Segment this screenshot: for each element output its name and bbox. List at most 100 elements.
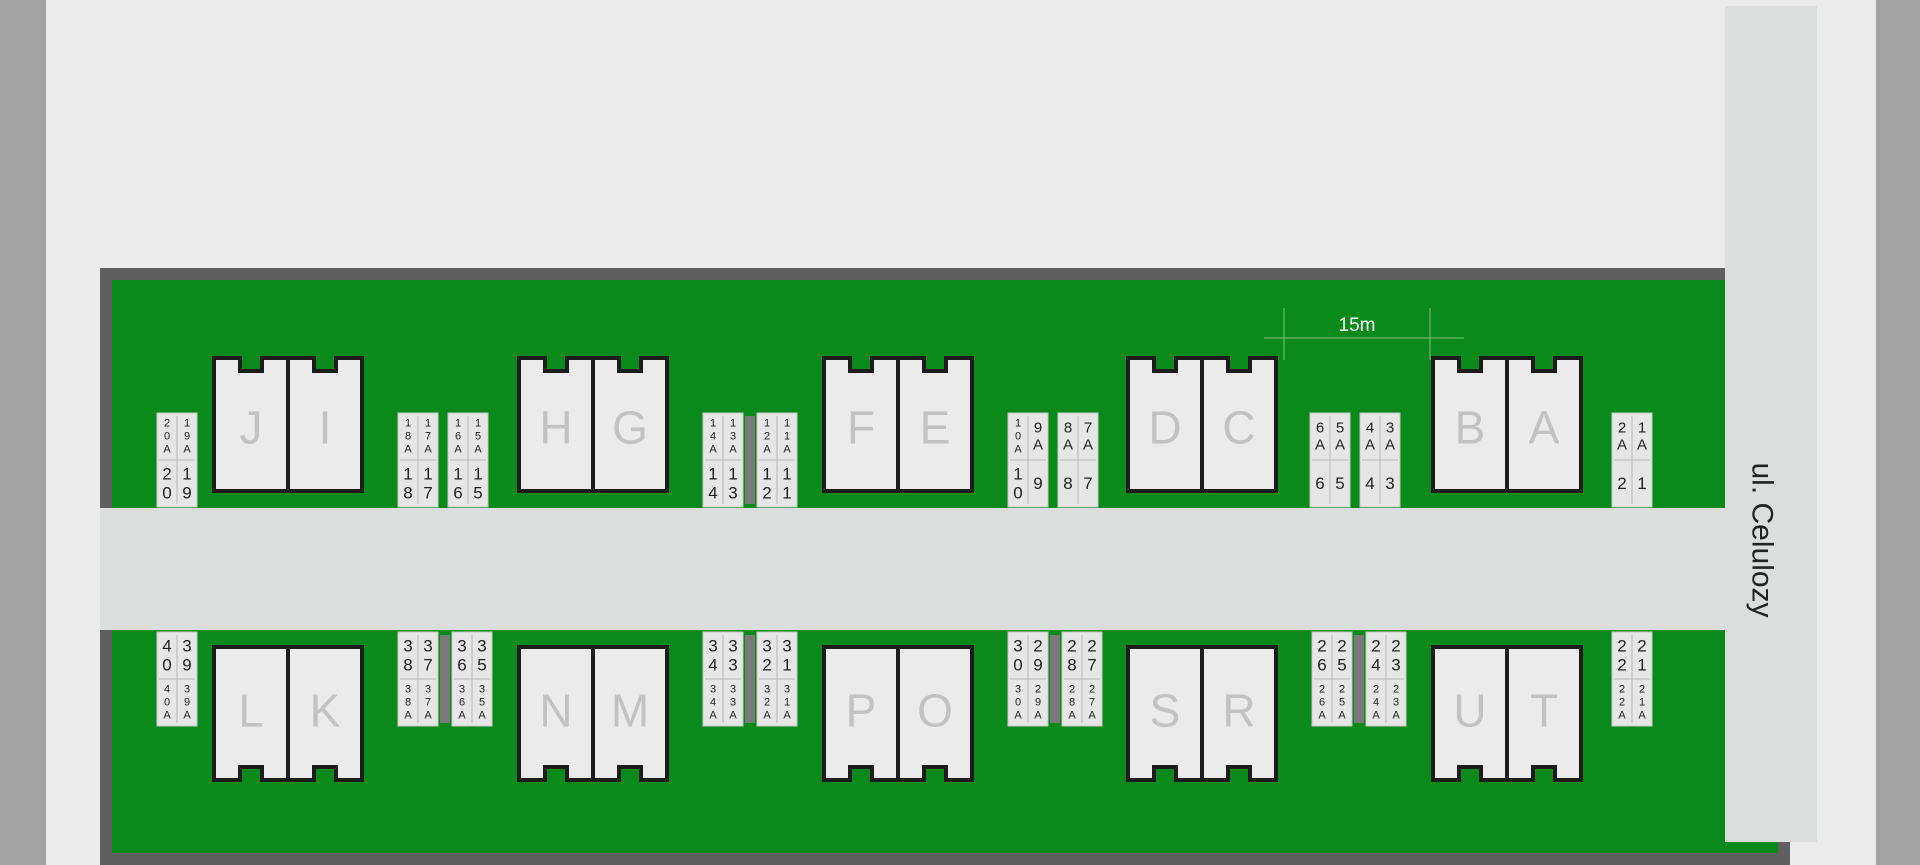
dimension-indicator: 15m — [1264, 308, 1464, 360]
building-i — [286, 356, 364, 493]
plot-label-40-char: 4 — [162, 637, 171, 656]
plot-label-19a-char: 1 — [184, 418, 190, 430]
building-j — [212, 356, 290, 493]
plot-label-27a-char: A — [1088, 710, 1096, 722]
plot-label-2a-char: 2 — [1618, 420, 1626, 437]
plot-label-3a-char: 3 — [1386, 420, 1394, 437]
building-letter-a: A — [1529, 402, 1560, 454]
plot-label-11-char: 1 — [782, 484, 791, 503]
plot-label-26-char: 6 — [1317, 656, 1326, 675]
building-t — [1505, 645, 1583, 782]
plot-label-24a-char: A — [1372, 710, 1380, 722]
plot-label-23a-char: A — [1392, 710, 1400, 722]
plot-label-31-char: 3 — [782, 637, 791, 656]
plot-label-24-char: 4 — [1371, 656, 1380, 675]
plot-label-26a-char: A — [1318, 710, 1326, 722]
plot-label-36a-char: A — [458, 710, 466, 722]
plot-label-36-char: 6 — [457, 656, 466, 675]
plot-label-21a-char: 2 — [1639, 684, 1645, 696]
building-letter-t: T — [1530, 685, 1558, 737]
plot-label-12-char: 2 — [762, 484, 771, 503]
plot-label-19a-char: 9 — [184, 431, 190, 443]
building-letter-d: D — [1148, 402, 1181, 454]
plot-label-38a-char: 3 — [405, 684, 411, 696]
plot-label-40-char: 0 — [162, 656, 171, 675]
plot-label-10-char: 0 — [1013, 484, 1022, 503]
plot-label-33a-char: 3 — [730, 684, 736, 696]
plot-label-28-char: 8 — [1067, 656, 1076, 675]
plot-label-16a-char: 1 — [455, 418, 461, 430]
plot-label-16a-char: 6 — [455, 431, 461, 443]
plot-label-10-char: 1 — [1013, 465, 1022, 484]
plot-label-18-char: 1 — [403, 465, 412, 484]
plot-label-5a-char: 5 — [1336, 420, 1344, 437]
plot-label-22a-char: A — [1618, 710, 1626, 722]
building-letter-h: H — [539, 402, 572, 454]
plot-label-33-char: 3 — [728, 656, 737, 675]
building-k — [286, 645, 364, 782]
plot-label-31a-char: 1 — [784, 697, 790, 709]
building-b — [1431, 356, 1509, 493]
building-h — [517, 356, 595, 493]
plot-label-25-char: 5 — [1337, 656, 1346, 675]
plot-label-29-char: 9 — [1033, 656, 1042, 675]
plot-label-7a-char: A — [1083, 437, 1093, 454]
plot-label-12-char: 1 — [762, 465, 771, 484]
plot-label-34a-char: 3 — [710, 684, 716, 696]
plot-label-34a-char: A — [709, 710, 717, 722]
plot-label-26a-char: 2 — [1319, 684, 1325, 696]
plot-label-2-char: 2 — [1617, 474, 1626, 493]
plot-label-1a-char: A — [1637, 437, 1647, 454]
plot-label-4-char: 4 — [1365, 474, 1374, 493]
building-letter-o: O — [917, 685, 953, 737]
dimension-label: 15m — [1339, 315, 1376, 336]
plot-label-37a-char: 3 — [425, 684, 431, 696]
plot-label-6a-char: 6 — [1316, 420, 1324, 437]
plot-label-14a-char: A — [709, 444, 717, 456]
plot-label-24a-char: 4 — [1373, 697, 1379, 709]
plot-label-31-char: 1 — [782, 656, 791, 675]
plot-label-32a-char: A — [763, 710, 771, 722]
plot-label-39a-char: A — [183, 710, 191, 722]
plot-label-40a-char: A — [163, 710, 171, 722]
plot-label-39-char: 3 — [182, 637, 191, 656]
plot-label-17a-char: 7 — [425, 431, 431, 443]
plot-label-32a-char: 3 — [764, 684, 770, 696]
plot-label-10a-char: 1 — [1015, 418, 1021, 430]
plot-label-39a-char: 3 — [184, 684, 190, 696]
plot-label-11a-char: 1 — [784, 418, 790, 430]
plot-label-13a-char: 3 — [730, 431, 736, 443]
plot-label-27-char: 7 — [1087, 656, 1096, 675]
plot-label-24-char: 2 — [1371, 637, 1380, 656]
building-o — [896, 645, 974, 782]
plot-label-32a-char: 2 — [764, 697, 770, 709]
plot-label-30-char: 0 — [1013, 656, 1022, 675]
plot-label-23-char: 2 — [1391, 637, 1400, 656]
plot-label-29a-char: A — [1034, 710, 1042, 722]
plot-label-15a-char: 5 — [475, 431, 481, 443]
plot-label-7a-char: 7 — [1084, 420, 1092, 437]
plot-label-25-char: 2 — [1337, 637, 1346, 656]
plot-label-1a-char: 1 — [1638, 420, 1646, 437]
plot-label-30a-char: A — [1014, 710, 1022, 722]
plot-label-3a-char: A — [1385, 437, 1395, 454]
plot-label-24a-char: 2 — [1373, 684, 1379, 696]
building-letter-n: N — [539, 685, 572, 737]
plot-label-20-char: 2 — [162, 465, 171, 484]
building-letter-l: L — [238, 685, 264, 737]
plot-label-22a-char: 2 — [1619, 697, 1625, 709]
plot-label-27a-char: 2 — [1089, 684, 1095, 696]
plot-label-38a-char: 8 — [405, 697, 411, 709]
plot-label-23a-char: 3 — [1393, 697, 1399, 709]
plot-label-14a-char: 4 — [710, 431, 716, 443]
plots-layer: 20A19A201918A17A181716A15A161514A13A1413… — [156, 412, 1653, 727]
plot-label-11-char: 1 — [782, 465, 791, 484]
